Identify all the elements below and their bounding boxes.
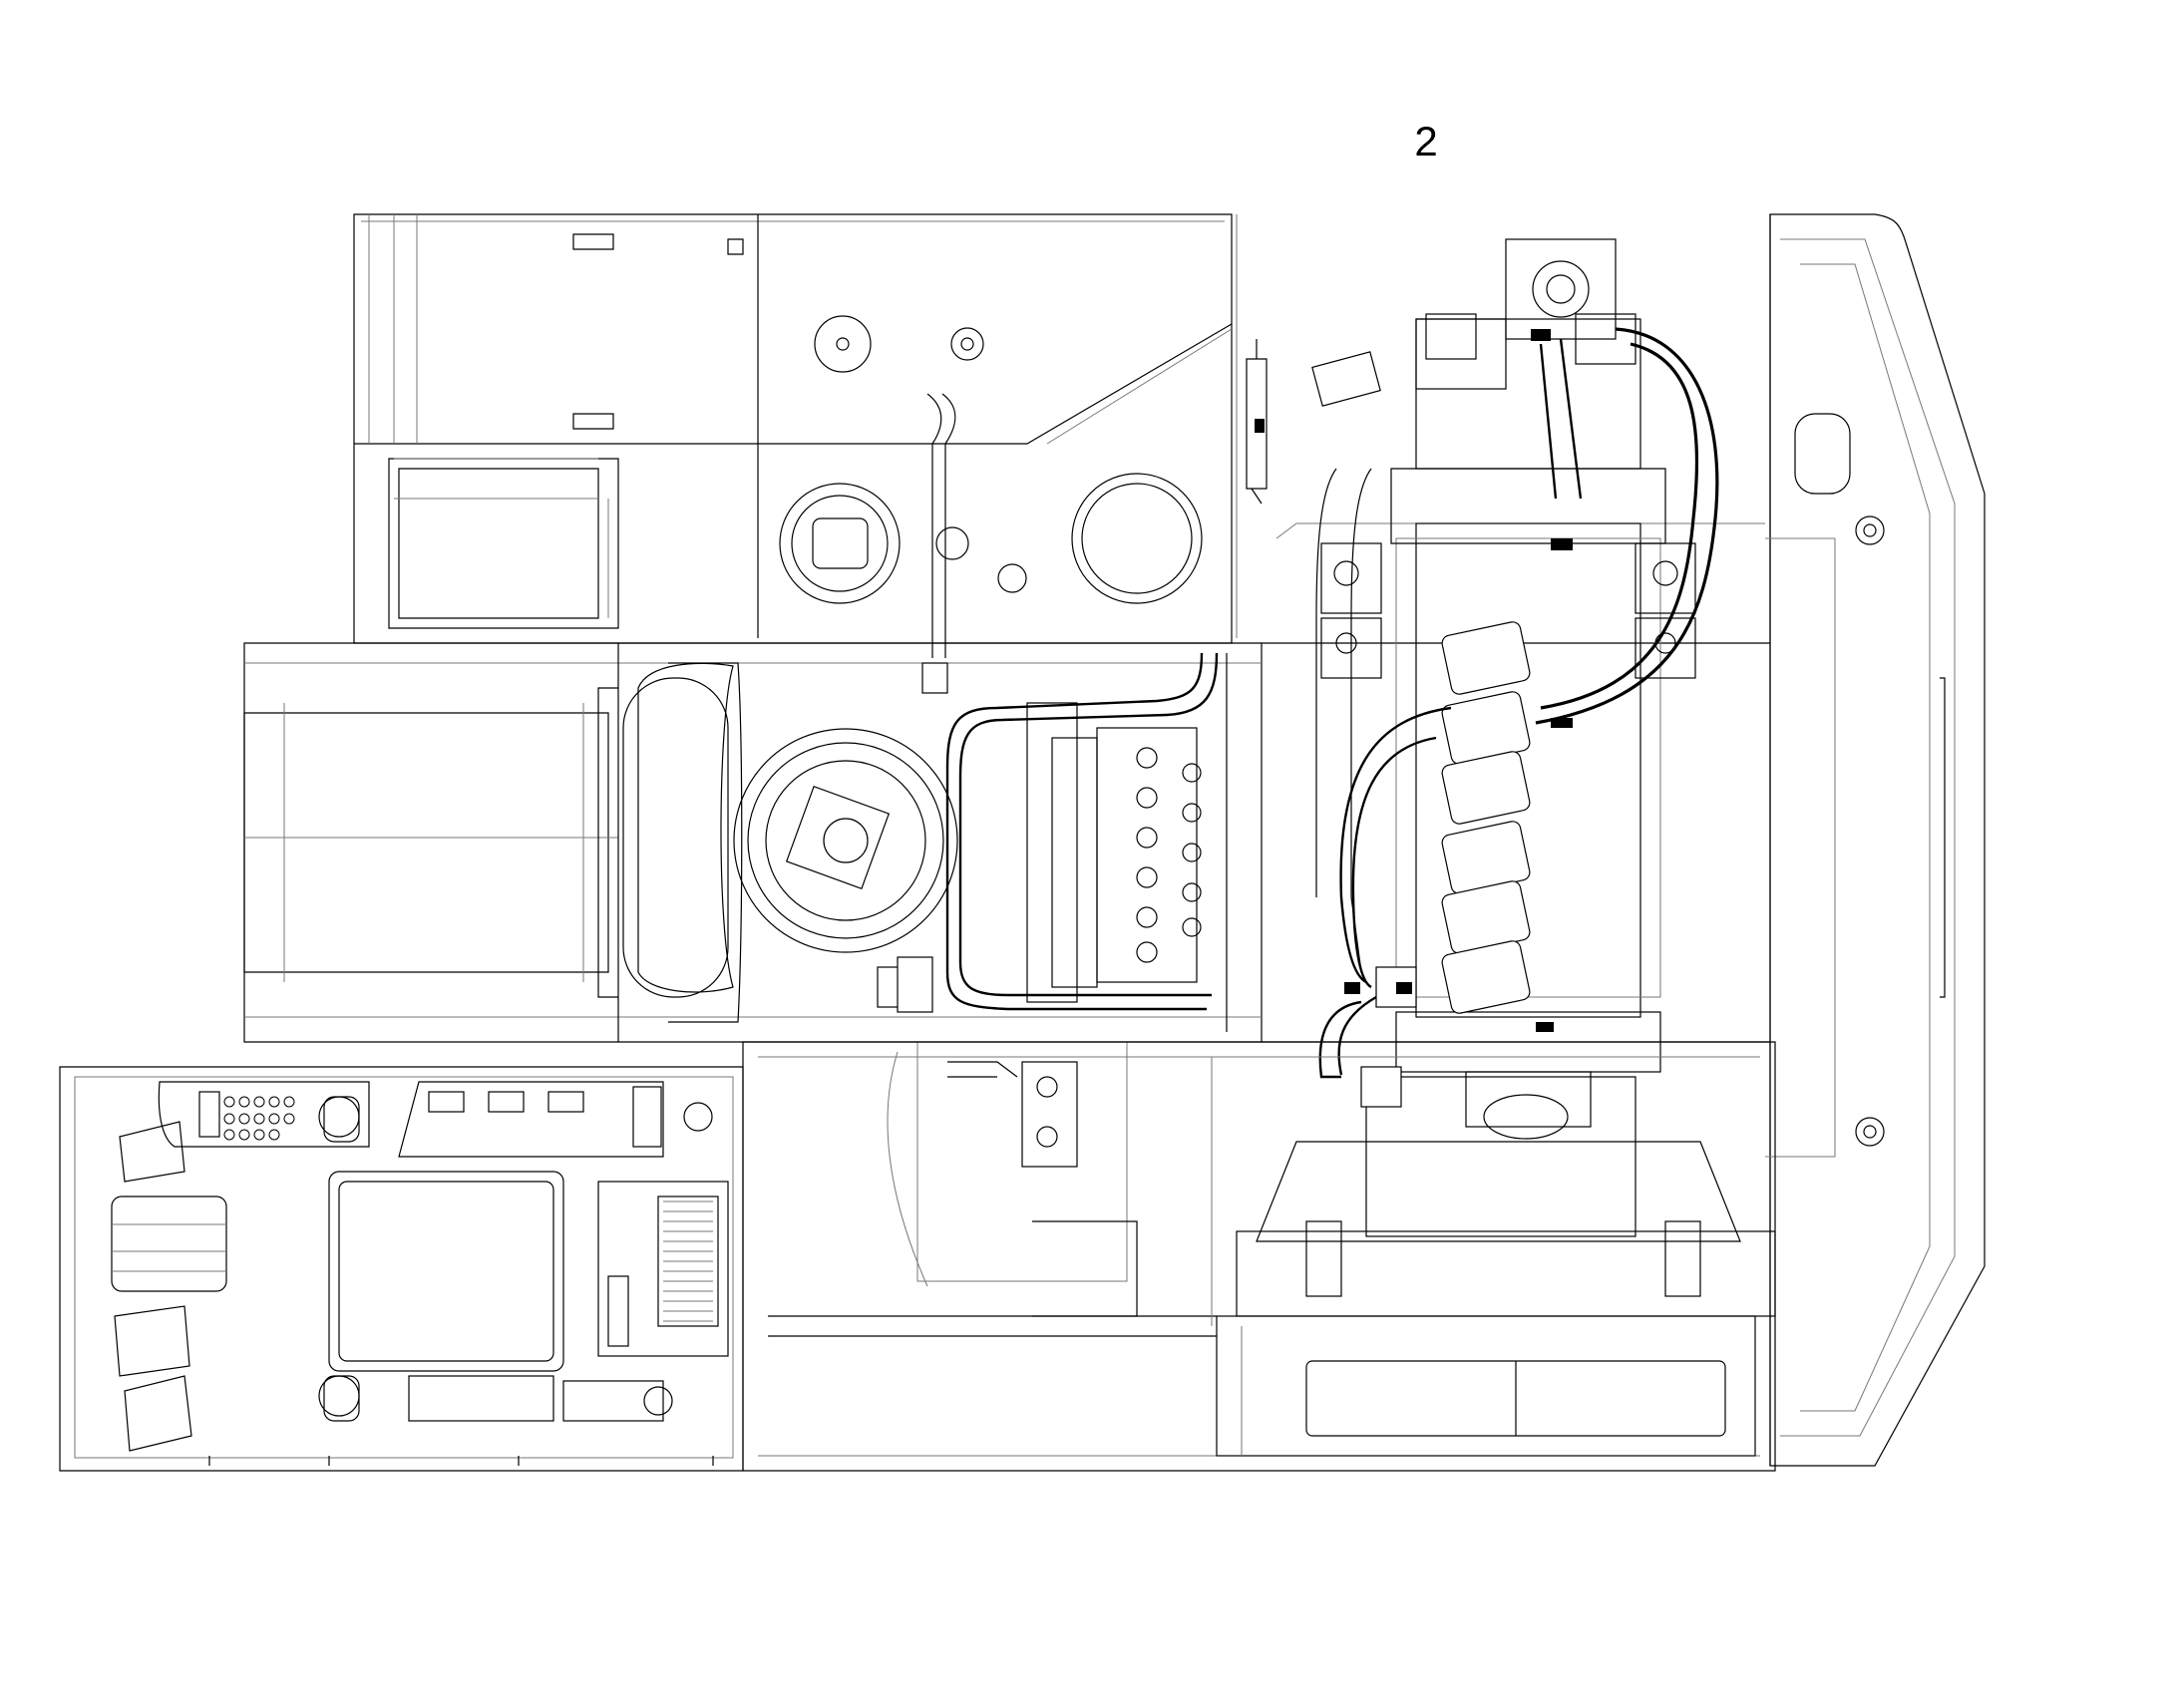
hydraulic-hoses <box>945 327 1719 1079</box>
upper-frame-outline <box>353 213 1238 644</box>
engine-injectors <box>1441 621 1531 1014</box>
tank-area <box>394 233 1203 694</box>
pilot-valve-block <box>916 1042 1128 1282</box>
lower-rear-frame <box>742 1041 1776 1472</box>
main-deck-outline <box>243 522 1770 1043</box>
fittings <box>1255 329 1573 1032</box>
counterweight-outline <box>1765 213 1986 1467</box>
operator-cab <box>59 1066 744 1472</box>
swing-bearing <box>733 728 958 953</box>
cab-switch-panel <box>198 1091 295 1141</box>
main-control-valve <box>877 702 1417 1108</box>
hydraulic-pump <box>1246 318 1507 505</box>
center-opening <box>622 662 734 998</box>
callout-number: 2 <box>1414 118 1437 165</box>
